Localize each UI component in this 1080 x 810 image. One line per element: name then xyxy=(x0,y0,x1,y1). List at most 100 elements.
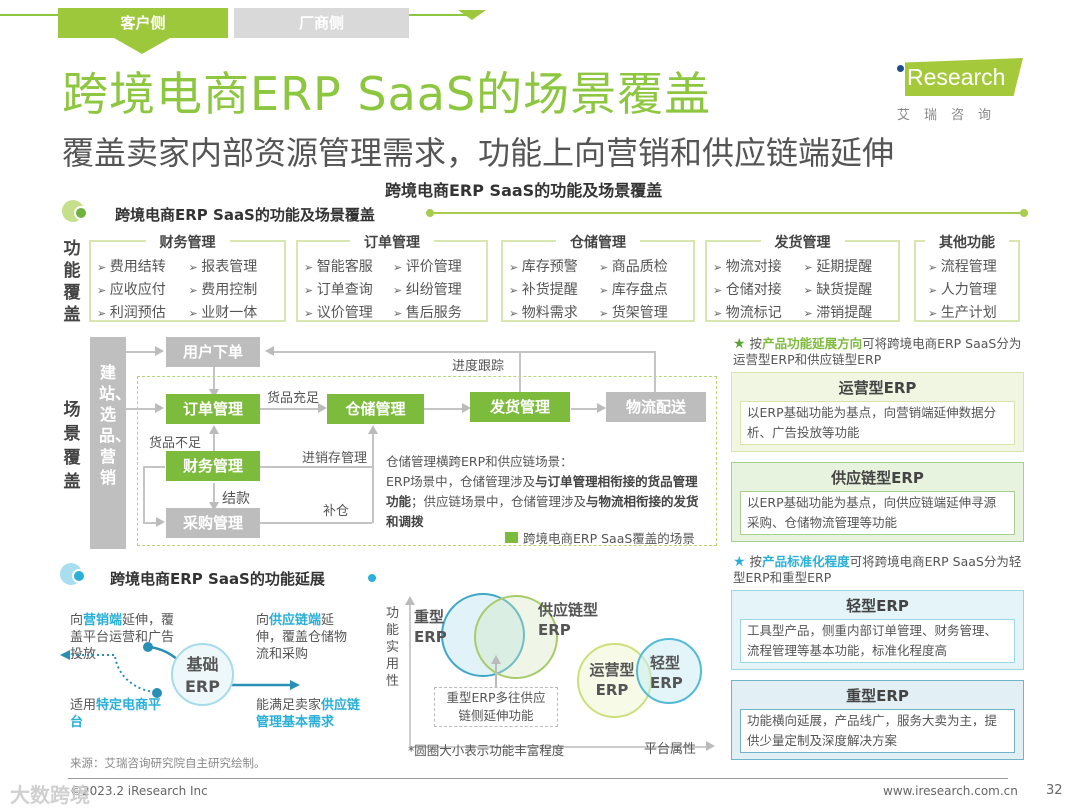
section-rule xyxy=(426,209,1028,217)
page-subtitle: 覆盖卖家内部资源管理需求，功能上向营销和供应链端延伸 xyxy=(62,134,895,172)
list-item: 库存盘点 xyxy=(599,279,689,299)
erp-saas-coverage-area xyxy=(137,376,717,546)
list-item: 物流对接 xyxy=(713,256,804,276)
page-number: 32 xyxy=(1046,783,1063,798)
section-title-extension: 跨境电商ERP SaaS的功能延展 xyxy=(110,570,325,588)
star-icon: ★ xyxy=(733,336,746,352)
list-item: 物流标记 xyxy=(713,302,804,322)
section-rule xyxy=(368,574,376,582)
top-rule-right xyxy=(409,14,469,16)
function-coverage-label: 功能覆盖 xyxy=(63,239,81,325)
box-light-erp: 轻型ERP 工具型产品，侧重内部订单管理、财务管理、流程管理等基本功能，标准化程… xyxy=(731,590,1024,670)
box-supply-chain-erp: 供应链型ERP 以ERP基础功能为基点，向供应链端延伸寻源采购、仓储物流管理等功… xyxy=(731,462,1024,542)
node-warehouse-management: 仓储管理 xyxy=(327,394,424,424)
label-light-erp: 轻型ERP xyxy=(650,654,683,692)
list-item: 利润预估 xyxy=(97,302,189,322)
list-item: 智能客服 xyxy=(304,256,393,276)
label-heavy-erp: 重型ERP xyxy=(414,608,447,646)
list-item: 生产计划 xyxy=(928,302,1014,322)
list-item: 滞销提醒 xyxy=(804,302,895,322)
list-item: 延期提醒 xyxy=(804,256,895,276)
platform-specific-text: 适用特定电商平台 xyxy=(70,698,162,730)
list-item: 物料需求 xyxy=(509,302,599,322)
x-axis-label: 平台属性 xyxy=(644,742,697,757)
node-purchase-management: 采购管理 xyxy=(166,508,260,538)
y-axis-label: 功能实用性 xyxy=(386,606,400,689)
box-operational-erp: 运营型ERP 以ERP基础功能为基点，向营销端延伸数据分析、广告投放等功能 xyxy=(731,372,1024,452)
star-icon: ★ xyxy=(733,554,746,570)
list-item: 议价管理 xyxy=(304,302,393,322)
box-heavy-erp: 重型ERP 功能横向延展，产品线广，服务大卖为主，提供少量定制及深度解决方案 xyxy=(731,680,1024,760)
copyright: ©2023.2 iResearch Inc xyxy=(70,784,208,798)
warehouse-note: 仓储管理横跨ERP和供应链场景： ERP场景中，仓储管理涉及与订单管理相衔接的货… xyxy=(386,454,699,529)
watermark: 大数跨境 xyxy=(10,783,90,807)
label-operational-erp: 运营型ERP xyxy=(589,661,635,699)
triangle-marker-icon xyxy=(458,10,486,20)
list-item: 售后服务 xyxy=(393,302,482,322)
label-goods-insufficient: 货品不足 xyxy=(149,436,202,451)
list-item: 业财一体 xyxy=(189,302,281,322)
label-goods-sufficient: 货品充足 xyxy=(267,391,320,406)
footer-url[interactable]: www.iresearch.com.cn xyxy=(883,784,1018,798)
section-dots-icon xyxy=(60,563,90,589)
tab-vendor-side[interactable]: 厂商侧 xyxy=(234,8,409,38)
list-item: 商品质检 xyxy=(599,256,689,276)
list-item: 费用控制 xyxy=(189,279,281,299)
classification-note-1: ★ 按产品功能延展方向可将跨境电商ERP SaaS分为运营型ERP和供应链型ER… xyxy=(733,336,1022,367)
label-inventory-management: 进销存管理 xyxy=(302,451,368,466)
list-item: 纠纷管理 xyxy=(393,279,482,299)
label-supply-chain-erp: 供应链型ERP xyxy=(538,601,599,639)
node-logistics-delivery: 物流配送 xyxy=(606,392,706,422)
venn-callout: 重型ERP多往供应链侧延伸功能 xyxy=(434,687,558,727)
basic-erp-circle: 基础ERP xyxy=(171,643,234,706)
node-shipping-management: 发货管理 xyxy=(470,392,570,422)
label-settlement: 结款 xyxy=(222,491,250,507)
list-item: 报表管理 xyxy=(189,256,281,276)
label-restock: 补仓 xyxy=(323,504,350,519)
site-selection-marketing-bar: 建站、选品、营销 xyxy=(90,337,131,549)
list-item: 缺货提醒 xyxy=(804,279,895,299)
supply-chain-basic-text: 能满足卖家供应链管理基本需求 xyxy=(256,698,361,730)
list-item: 仓储对接 xyxy=(713,279,804,299)
section-title-coverage: 跨境电商ERP SaaS的功能及场景覆盖 xyxy=(115,206,375,224)
node-order-management: 订单管理 xyxy=(166,394,260,424)
legend-label: 跨境电商ERP SaaS覆盖的场景 xyxy=(523,531,695,546)
logo-dot-icon xyxy=(897,65,904,72)
circle-light-erp xyxy=(636,638,702,704)
group-finance: 财务管理 费用结转 报表管理 应收应付 费用控制 利润预估 业财一体 xyxy=(89,235,286,322)
top-rule-left xyxy=(0,14,58,16)
node-user-order: 用户下单 xyxy=(166,337,260,367)
list-item: 应收应付 xyxy=(97,279,189,299)
tab-customer-side[interactable]: 客户侧 xyxy=(58,8,228,38)
page-title: 跨境电商ERP SaaS的场景覆盖 xyxy=(62,67,712,121)
logo-chinese: 艾瑞咨询 xyxy=(897,108,1006,123)
label-progress-tracking: 进度跟踪 xyxy=(452,359,505,374)
circle-supply-chain-erp xyxy=(474,595,558,679)
chart-title: 跨境电商ERP SaaS的功能及场景覆盖 xyxy=(385,181,663,200)
group-order: 订单管理 智能客服 评价管理 订单查询 纠纷管理 议价管理 售后服务 xyxy=(296,235,488,322)
section-dots-icon xyxy=(62,200,92,226)
active-tab-pointer xyxy=(114,38,170,54)
list-item: 补货提醒 xyxy=(509,279,599,299)
source-note: 来源：艾瑞咨询研究院自主研究绘制。 xyxy=(70,756,266,770)
footer-rule xyxy=(68,778,1008,779)
list-item: 流程管理 xyxy=(928,256,1014,276)
scene-coverage-label: 场景覆盖 xyxy=(63,400,81,492)
list-item: 评价管理 xyxy=(393,256,482,276)
list-item: 费用结转 xyxy=(97,256,189,276)
group-shipping: 发货管理 物流对接 延期提醒 仓储对接 缺货提醒 物流标记 滞销提醒 xyxy=(705,235,900,322)
list-item: 库存预警 xyxy=(509,256,599,276)
list-item: 人力管理 xyxy=(928,279,1014,299)
classification-note-2: ★ 按产品标准化程度可将跨境电商ERP SaaS分为轻型ERP和重型ERP xyxy=(733,554,1022,585)
group-warehouse: 仓储管理 库存预警 商品质检 补货提醒 库存盘点 物料需求 货架管理 xyxy=(501,235,695,322)
x-axis xyxy=(409,746,709,748)
iresearch-logo: Research xyxy=(897,58,1023,98)
group-other: 其他功能 流程管理 人力管理 生产计划 xyxy=(914,235,1020,322)
supply-chain-extension-text: 向供应链端延伸，覆盖仓储物流和采购 xyxy=(256,613,348,662)
list-item: 货架管理 xyxy=(599,302,689,322)
legend-swatch xyxy=(505,532,518,543)
node-finance-management: 财务管理 xyxy=(166,451,260,481)
y-axis xyxy=(409,600,411,747)
venn-footnote: *圆圈大小表示功能丰富程度 xyxy=(408,743,565,758)
list-item: 订单查询 xyxy=(304,279,393,299)
